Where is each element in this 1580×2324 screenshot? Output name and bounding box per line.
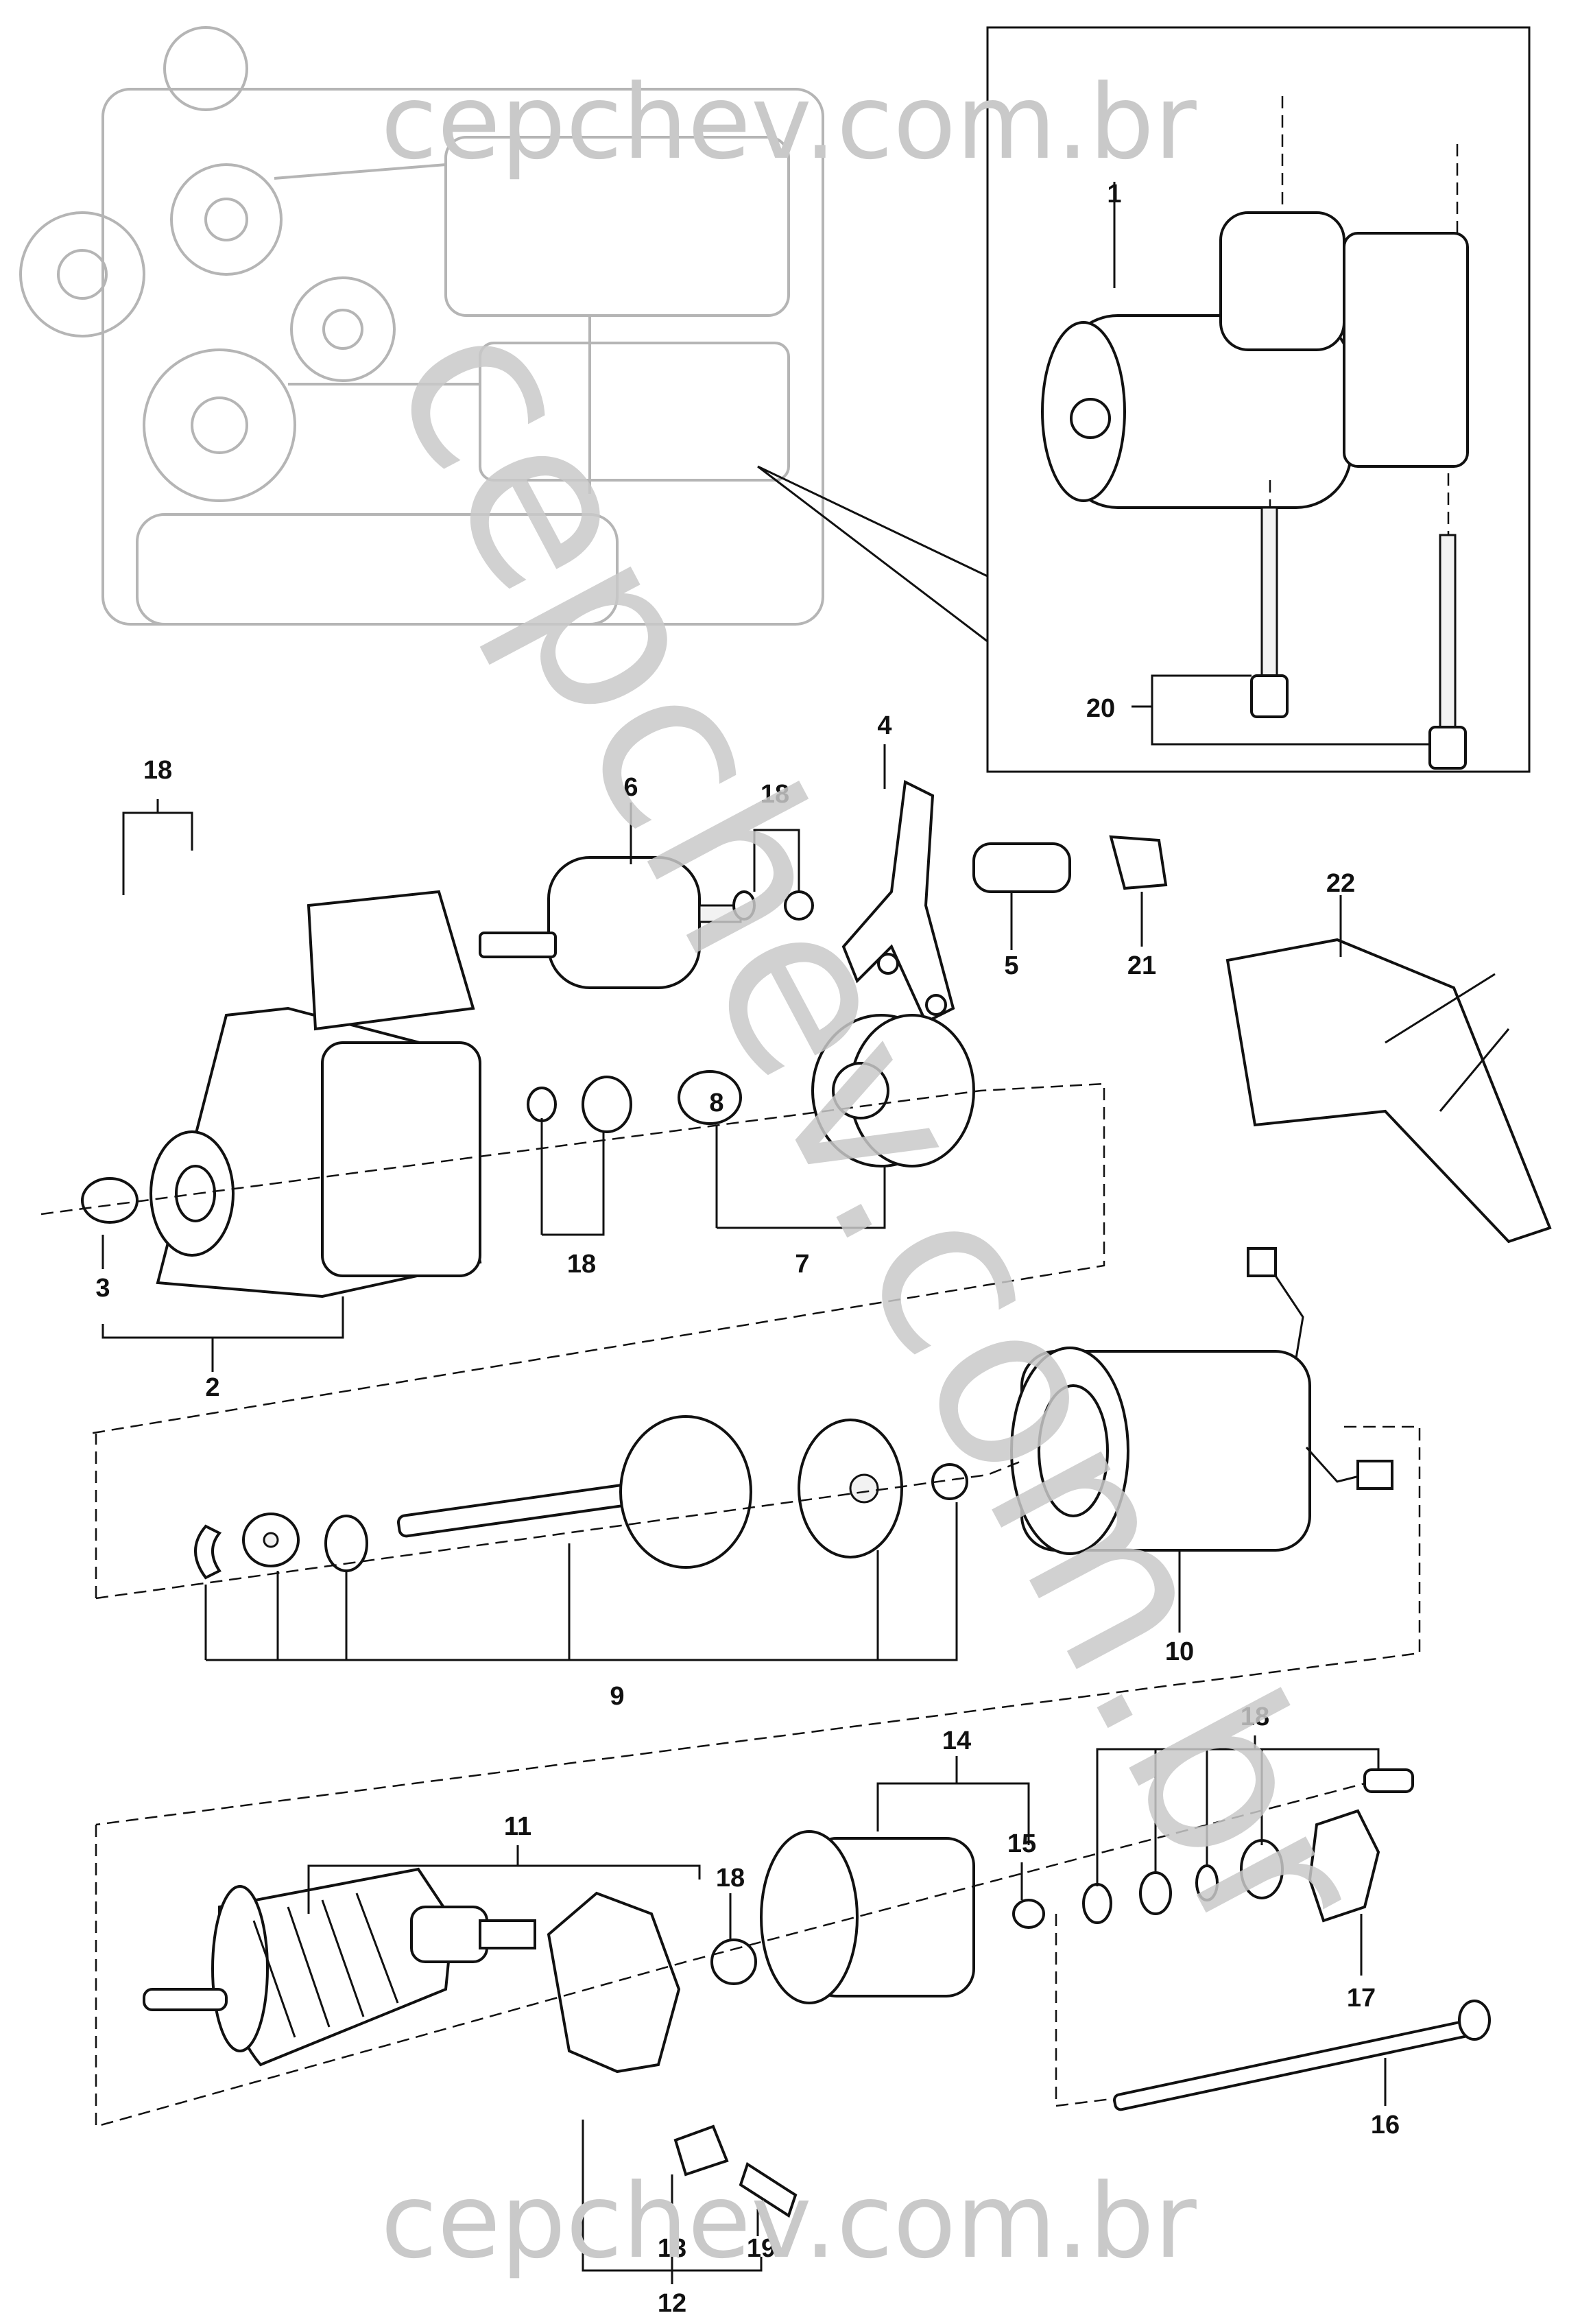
axis-line-armature — [95, 1425, 1421, 1826]
axis-line-drive — [40, 1082, 1105, 1435]
callout-18-bushes: 18 — [567, 1250, 596, 1279]
watermark-diagonal: cepchev.com.br — [341, 275, 1417, 1986]
callout-20: 20 — [1086, 694, 1115, 723]
callout-5: 5 — [1004, 951, 1018, 980]
callout-6: 6 — [623, 773, 638, 802]
callout-21: 21 — [1127, 951, 1156, 980]
callout-19: 19 — [747, 2234, 776, 2263]
callout-2: 2 — [205, 1373, 219, 1402]
callout-17: 17 — [1347, 1984, 1376, 2013]
callout-3: 3 — [95, 1274, 110, 1303]
callout-leader-lines — [101, 744, 1387, 2284]
callout-18-brush-holder: 18 — [716, 1864, 745, 1893]
axis-line-end-cover — [95, 1782, 1365, 2128]
fork-lever — [841, 779, 955, 1024]
watermark-bottom: cepchev.com.br — [381, 2162, 1197, 2281]
armature — [143, 1867, 536, 2067]
drive-pinion-assembly — [527, 1014, 975, 1167]
callout-7: 7 — [795, 1250, 809, 1279]
pivot-and-clip — [732, 835, 1168, 921]
armature-shaft-assembly — [194, 1415, 968, 1580]
callout-4: 4 — [877, 711, 891, 740]
callout-labels: 1 20 18 6 18 4 5 21 22 3 2 18 8 7 10 9 1… — [95, 180, 1400, 2318]
callout-9: 9 — [610, 1682, 624, 1711]
watermark-top: cepchev.com.br — [381, 63, 1197, 182]
callout-16: 16 — [1371, 2111, 1400, 2139]
commutator-end-cover — [760, 1768, 1491, 2111]
brush-holder — [547, 1891, 798, 2218]
callout-13: 13 — [658, 2234, 686, 2263]
drive-end-housing — [81, 890, 482, 1299]
callout-18-top-mid: 18 — [761, 780, 789, 809]
field-frame-yoke — [1010, 1247, 1393, 1555]
engine-background-illustration — [19, 26, 824, 626]
callout-22: 22 — [1326, 869, 1355, 898]
heat-shield — [1225, 938, 1552, 1244]
callout-12: 12 — [658, 2289, 686, 2318]
callout-1: 1 — [1107, 180, 1121, 209]
callout-18-end-cover: 18 — [1241, 1703, 1269, 1731]
callout-8: 8 — [709, 1089, 723, 1117]
callout-15: 15 — [1007, 1829, 1036, 1858]
callout-10: 10 — [1165, 1637, 1194, 1666]
callout-11: 11 — [504, 1812, 531, 1841]
callout-14: 14 — [942, 1727, 971, 1755]
inset-assembled-starter — [757, 26, 1531, 773]
callout-18-top-left: 18 — [143, 756, 172, 785]
